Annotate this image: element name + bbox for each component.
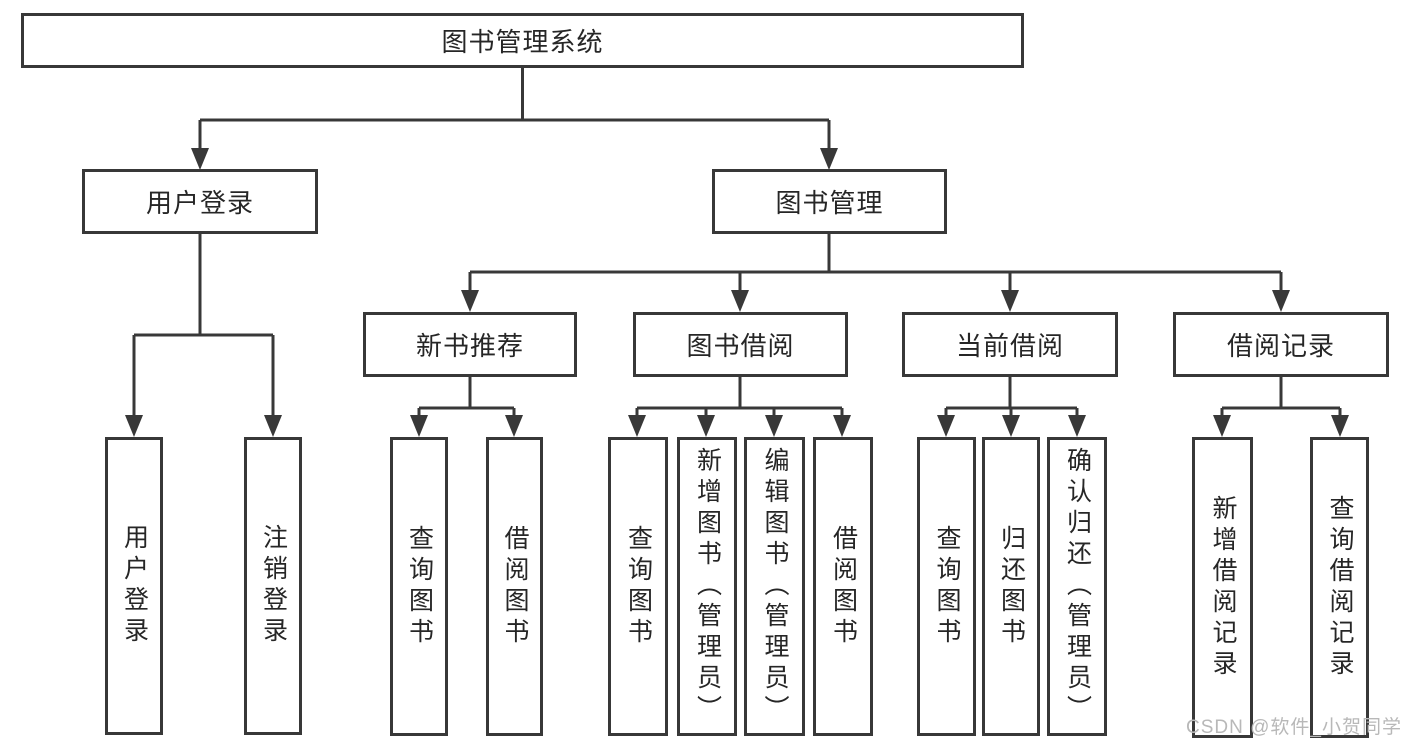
leaf-label: 查询图书 <box>624 524 653 649</box>
leaf-label: 借阅图书 <box>501 524 529 649</box>
node-book-borrow: 图书借阅 <box>633 312 848 377</box>
leaf-label: 借阅图书 <box>829 524 858 649</box>
leaf-label: 查询图书 <box>933 524 961 649</box>
leaf-label: 注销登录 <box>259 524 288 648</box>
node-current-borrow-label: 当前借阅 <box>955 331 1064 361</box>
node-new-book-rec: 新书推荐 <box>363 312 577 377</box>
leaf-label: 编辑图书（管理员） <box>761 447 789 726</box>
node-book-mgmt-label: 图书管理 <box>775 188 884 218</box>
leaf-label: 新增图书（管理员） <box>693 447 722 726</box>
arrowheads <box>125 148 1349 437</box>
node-leaf-borrow-query-book: 查询图书 <box>608 437 668 736</box>
node-book-borrow-label: 图书借阅 <box>686 331 795 361</box>
node-current-borrow: 当前借阅 <box>902 312 1118 377</box>
leaf-label: 用户登录 <box>120 524 149 648</box>
leaf-label: 归还图书 <box>997 524 1026 649</box>
node-book-mgmt: 图书管理 <box>712 169 947 234</box>
node-borrow-records-label: 借阅记录 <box>1226 331 1335 361</box>
node-borrow-records: 借阅记录 <box>1173 312 1389 377</box>
leaf-label: 确认归还（管理员） <box>1063 447 1092 726</box>
node-leaf-current-query-book: 查询图书 <box>917 437 976 736</box>
node-user-login: 用户登录 <box>82 169 318 234</box>
leaf-label: 新增借阅记录 <box>1209 494 1237 681</box>
node-new-book-rec-label: 新书推荐 <box>415 331 524 361</box>
node-leaf-logout: 注销登录 <box>244 437 302 735</box>
leaf-label: 查询图书 <box>405 524 434 649</box>
node-leaf-borrow-add-book-admin: 新增图书（管理员） <box>677 437 737 736</box>
node-root: 图书管理系统 <box>21 13 1024 68</box>
node-leaf-newrec-query-book: 查询图书 <box>390 437 448 736</box>
node-root-label: 图书管理系统 <box>441 27 604 57</box>
node-leaf-borrow-borrow-book: 借阅图书 <box>813 437 873 736</box>
node-leaf-records-add-record: 新增借阅记录 <box>1192 437 1253 738</box>
node-leaf-borrow-edit-book-admin: 编辑图书（管理员） <box>744 437 805 736</box>
node-leaf-current-return-book: 归还图书 <box>982 437 1040 736</box>
node-leaf-current-confirm-return-admin: 确认归还（管理员） <box>1047 437 1107 736</box>
node-user-login-label: 用户登录 <box>145 188 254 218</box>
node-leaf-records-query-record: 查询借阅记录 <box>1310 437 1369 738</box>
node-leaf-user-login: 用户登录 <box>105 437 163 735</box>
csdn-watermark: CSDN @软件_小贺同学 <box>1186 717 1402 738</box>
leaf-label: 查询借阅记录 <box>1326 494 1354 681</box>
node-leaf-newrec-borrow-book: 借阅图书 <box>486 437 543 736</box>
